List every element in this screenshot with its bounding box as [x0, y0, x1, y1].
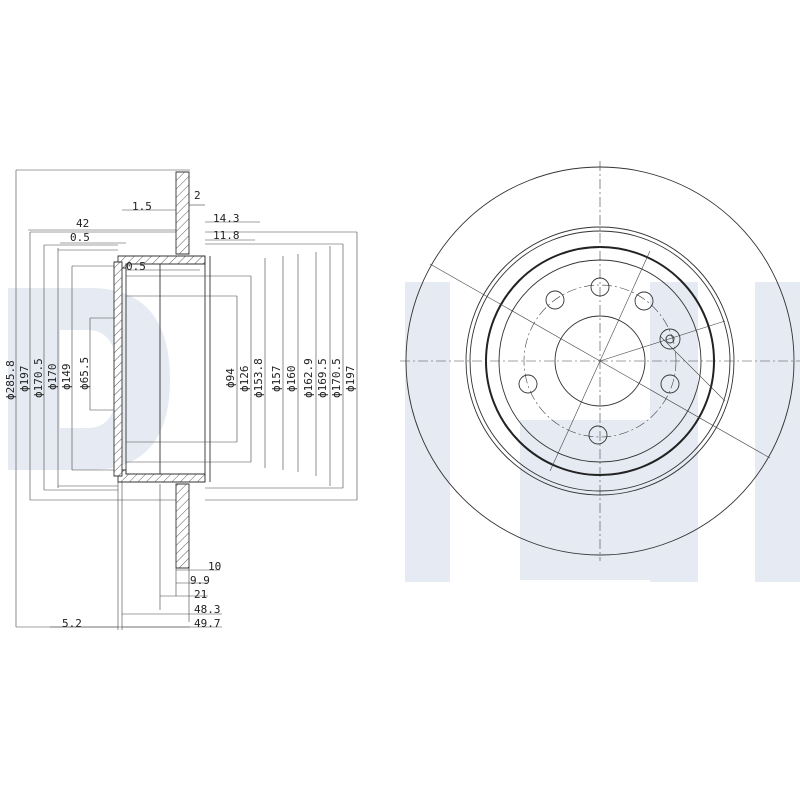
dia-149: ϕ149 — [60, 364, 73, 391]
delphi-watermark — [8, 282, 800, 582]
dim-14-3: 14.3 — [213, 212, 240, 225]
section-view: 1.5 2 42 0.5 14.3 11.8 0.5 10 9.9 21 48.… — [4, 169, 358, 630]
dia-94: ϕ94 — [224, 368, 237, 388]
dim-11-8: 11.8 — [213, 229, 240, 242]
front-view — [400, 161, 800, 561]
dim-0-5-inner: 0.5 — [126, 260, 146, 273]
center-bore — [554, 315, 646, 407]
dia-170-5-right: ϕ170.5 — [330, 358, 343, 398]
dim-49-7: 49.7 — [194, 617, 221, 630]
dia-153-8: ϕ153.8 — [252, 358, 265, 398]
dia-169-5: ϕ169.5 — [316, 358, 329, 398]
dia-170-5-left: ϕ170.5 — [32, 358, 45, 398]
dim-42: 42 — [76, 217, 89, 230]
dia-170: ϕ170 — [46, 364, 59, 391]
dim-10: 10 — [208, 560, 221, 573]
friction-ring-section-bottom — [175, 483, 190, 569]
dia-285-8: ϕ285.8 — [4, 360, 17, 400]
hat-section-bottom — [117, 469, 206, 483]
hub-wall-left — [113, 261, 123, 477]
dim-21: 21 — [194, 588, 207, 601]
dim-2: 2 — [194, 189, 201, 202]
dim-0-5-top: 0.5 — [70, 231, 90, 244]
dia-197-left: ϕ197 — [18, 366, 31, 393]
dim-48-3: 48.3 — [194, 603, 221, 616]
dia-65-5: ϕ65.5 — [78, 357, 91, 390]
dia-160: ϕ160 — [285, 366, 298, 393]
dia-126: ϕ126 — [238, 366, 251, 393]
dia-162-9: ϕ162.9 — [302, 358, 315, 398]
dim-5-2: 5.2 — [62, 617, 82, 630]
dia-197-right: ϕ197 — [344, 366, 357, 393]
dia-157: ϕ157 — [270, 366, 283, 393]
friction-ring-section-top — [175, 171, 190, 255]
dim-1-5: 1.5 — [132, 200, 152, 213]
dim-9-9: 9.9 — [190, 574, 210, 587]
bolt-holes — [518, 277, 681, 445]
